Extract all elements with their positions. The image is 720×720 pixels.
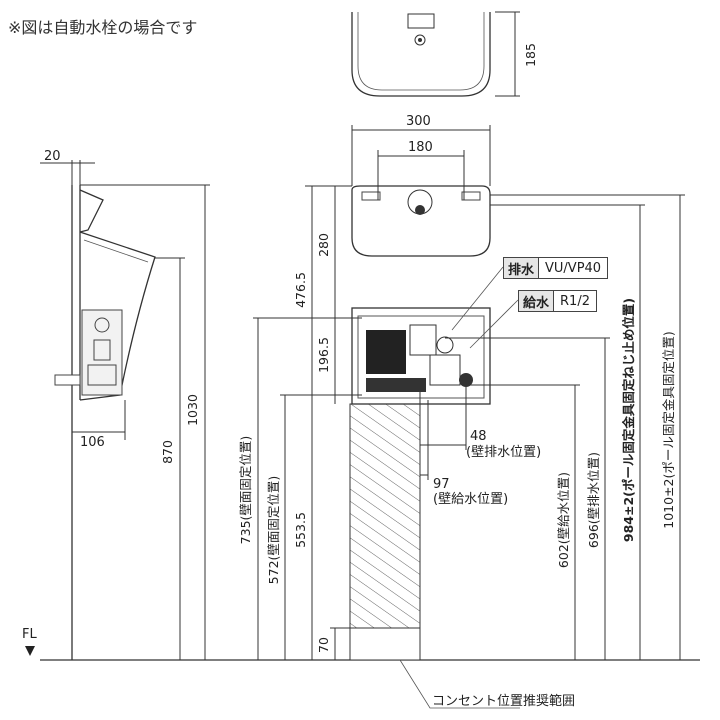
supply-value: R1/2	[560, 293, 590, 309]
dim-48: 48	[470, 429, 487, 444]
dim-984: 984±2(ポール固定金具固定ねじ止め位置)	[621, 298, 636, 542]
dim-97: 97	[433, 477, 450, 492]
dim-1030: 1030	[185, 394, 200, 426]
drain-spec-label: 排水 VU/VP40	[503, 257, 609, 279]
dim-70: 70	[316, 637, 331, 653]
outlet-zone	[349, 403, 421, 629]
dim-180: 180	[408, 140, 433, 155]
side-view-unit	[54, 185, 156, 660]
wall-supply-pos: (壁給水位置)	[433, 492, 508, 507]
drain-value: VU/VP40	[545, 260, 602, 276]
dim-20: 20	[44, 149, 61, 164]
dim-1010: 1010±2(ポール固定金具固定位置)	[661, 331, 676, 529]
dim-185: 185	[523, 43, 538, 67]
dim-280: 280	[316, 233, 331, 257]
fl-arrow-icon	[25, 646, 35, 656]
figure-note: ※図は自動水栓の場合です	[8, 18, 198, 37]
fl-label: FL	[22, 627, 37, 642]
outlet-range-label: コンセント位置推奨範囲	[432, 694, 575, 709]
dim-696: 696(壁排水位置)	[586, 452, 601, 548]
dim-196-5: 196.5	[316, 337, 331, 373]
front-view-unit	[349, 185, 491, 661]
dim-476-5: 476.5	[293, 272, 308, 308]
supply-tag: 給水	[519, 291, 555, 311]
dim-106: 106	[80, 435, 105, 450]
dim-572: 572(壁面固定位置)	[266, 476, 281, 585]
supply-spec-label: 給水 R1/2	[518, 290, 597, 312]
dim-300: 300	[406, 114, 431, 129]
top-view-basin	[351, 11, 520, 97]
wall-drain-pos: (壁排水位置)	[466, 445, 541, 460]
dim-602: 602(壁給水位置)	[556, 472, 571, 568]
dim-735: 735(壁面固定位置)	[238, 436, 253, 545]
dim-870: 870	[160, 440, 175, 464]
dim-553-5: 553.5	[293, 512, 308, 548]
drain-tag: 排水	[504, 258, 540, 278]
